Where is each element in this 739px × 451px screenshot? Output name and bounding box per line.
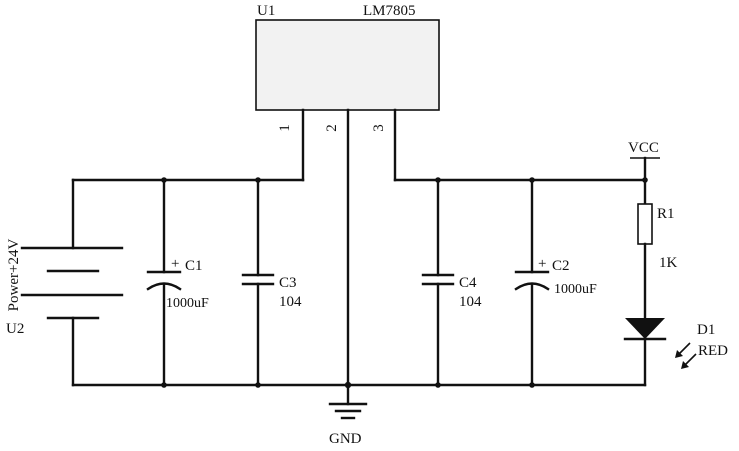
gnd-label: GND <box>329 431 362 447</box>
r1-ref: R1 <box>657 206 675 222</box>
pin-3-label: 3 <box>371 124 387 132</box>
junction-dot <box>161 177 167 183</box>
junction-dot <box>642 177 648 183</box>
junction-dot <box>529 382 535 388</box>
junction-dot <box>255 177 261 183</box>
junction-dot <box>435 382 441 388</box>
c4-ref: C4 <box>459 275 477 291</box>
d1-ref: D1 <box>697 322 715 338</box>
c2-polarity: + <box>538 256 546 272</box>
junction-dot <box>435 177 441 183</box>
led-branch: VCC R1 1K D1 RED <box>623 140 728 387</box>
pin-1-label: 1 <box>277 124 293 132</box>
c3-ref: C3 <box>279 275 297 291</box>
pin-2-label: 2 <box>324 124 340 132</box>
regulator-ref: U1 <box>257 3 275 19</box>
junction-dot <box>255 382 261 388</box>
source-label: Power+24V <box>6 239 22 312</box>
ground-symbol: GND <box>328 383 368 447</box>
resistor-r1-body <box>637 203 653 245</box>
junction-dot <box>161 382 167 388</box>
c1-value: 1000uF <box>166 296 209 311</box>
c1-polarity: + <box>171 256 179 272</box>
junctions <box>161 177 648 389</box>
junction-dot <box>344 381 352 389</box>
source-ref: U2 <box>6 321 24 337</box>
led-emission-arrows <box>675 342 697 369</box>
capacitor-c3: C3 104 <box>241 178 302 387</box>
battery-u2: Power+24V U2 <box>6 239 124 337</box>
c1-ref: C1 <box>185 258 203 274</box>
c3-value: 104 <box>279 294 302 310</box>
d1-color: RED <box>698 343 728 359</box>
junction-dot <box>529 177 535 183</box>
capacitor-c2: + C2 1000uF <box>514 178 597 387</box>
regulator-u1: U1 LM7805 1 2 3 <box>255 3 440 387</box>
r1-value: 1K <box>659 255 678 271</box>
c2-ref: C2 <box>552 258 570 274</box>
capacitor-c1: + C1 1000uF <box>146 178 209 387</box>
c2-value: 1000uF <box>554 282 597 297</box>
regulator-body <box>255 19 440 111</box>
regulator-part: LM7805 <box>363 3 416 19</box>
led-d1-triangle <box>625 318 665 339</box>
capacitor-c4: C4 104 <box>421 178 482 387</box>
c4-value: 104 <box>459 294 482 310</box>
vcc-label: VCC <box>628 140 659 156</box>
